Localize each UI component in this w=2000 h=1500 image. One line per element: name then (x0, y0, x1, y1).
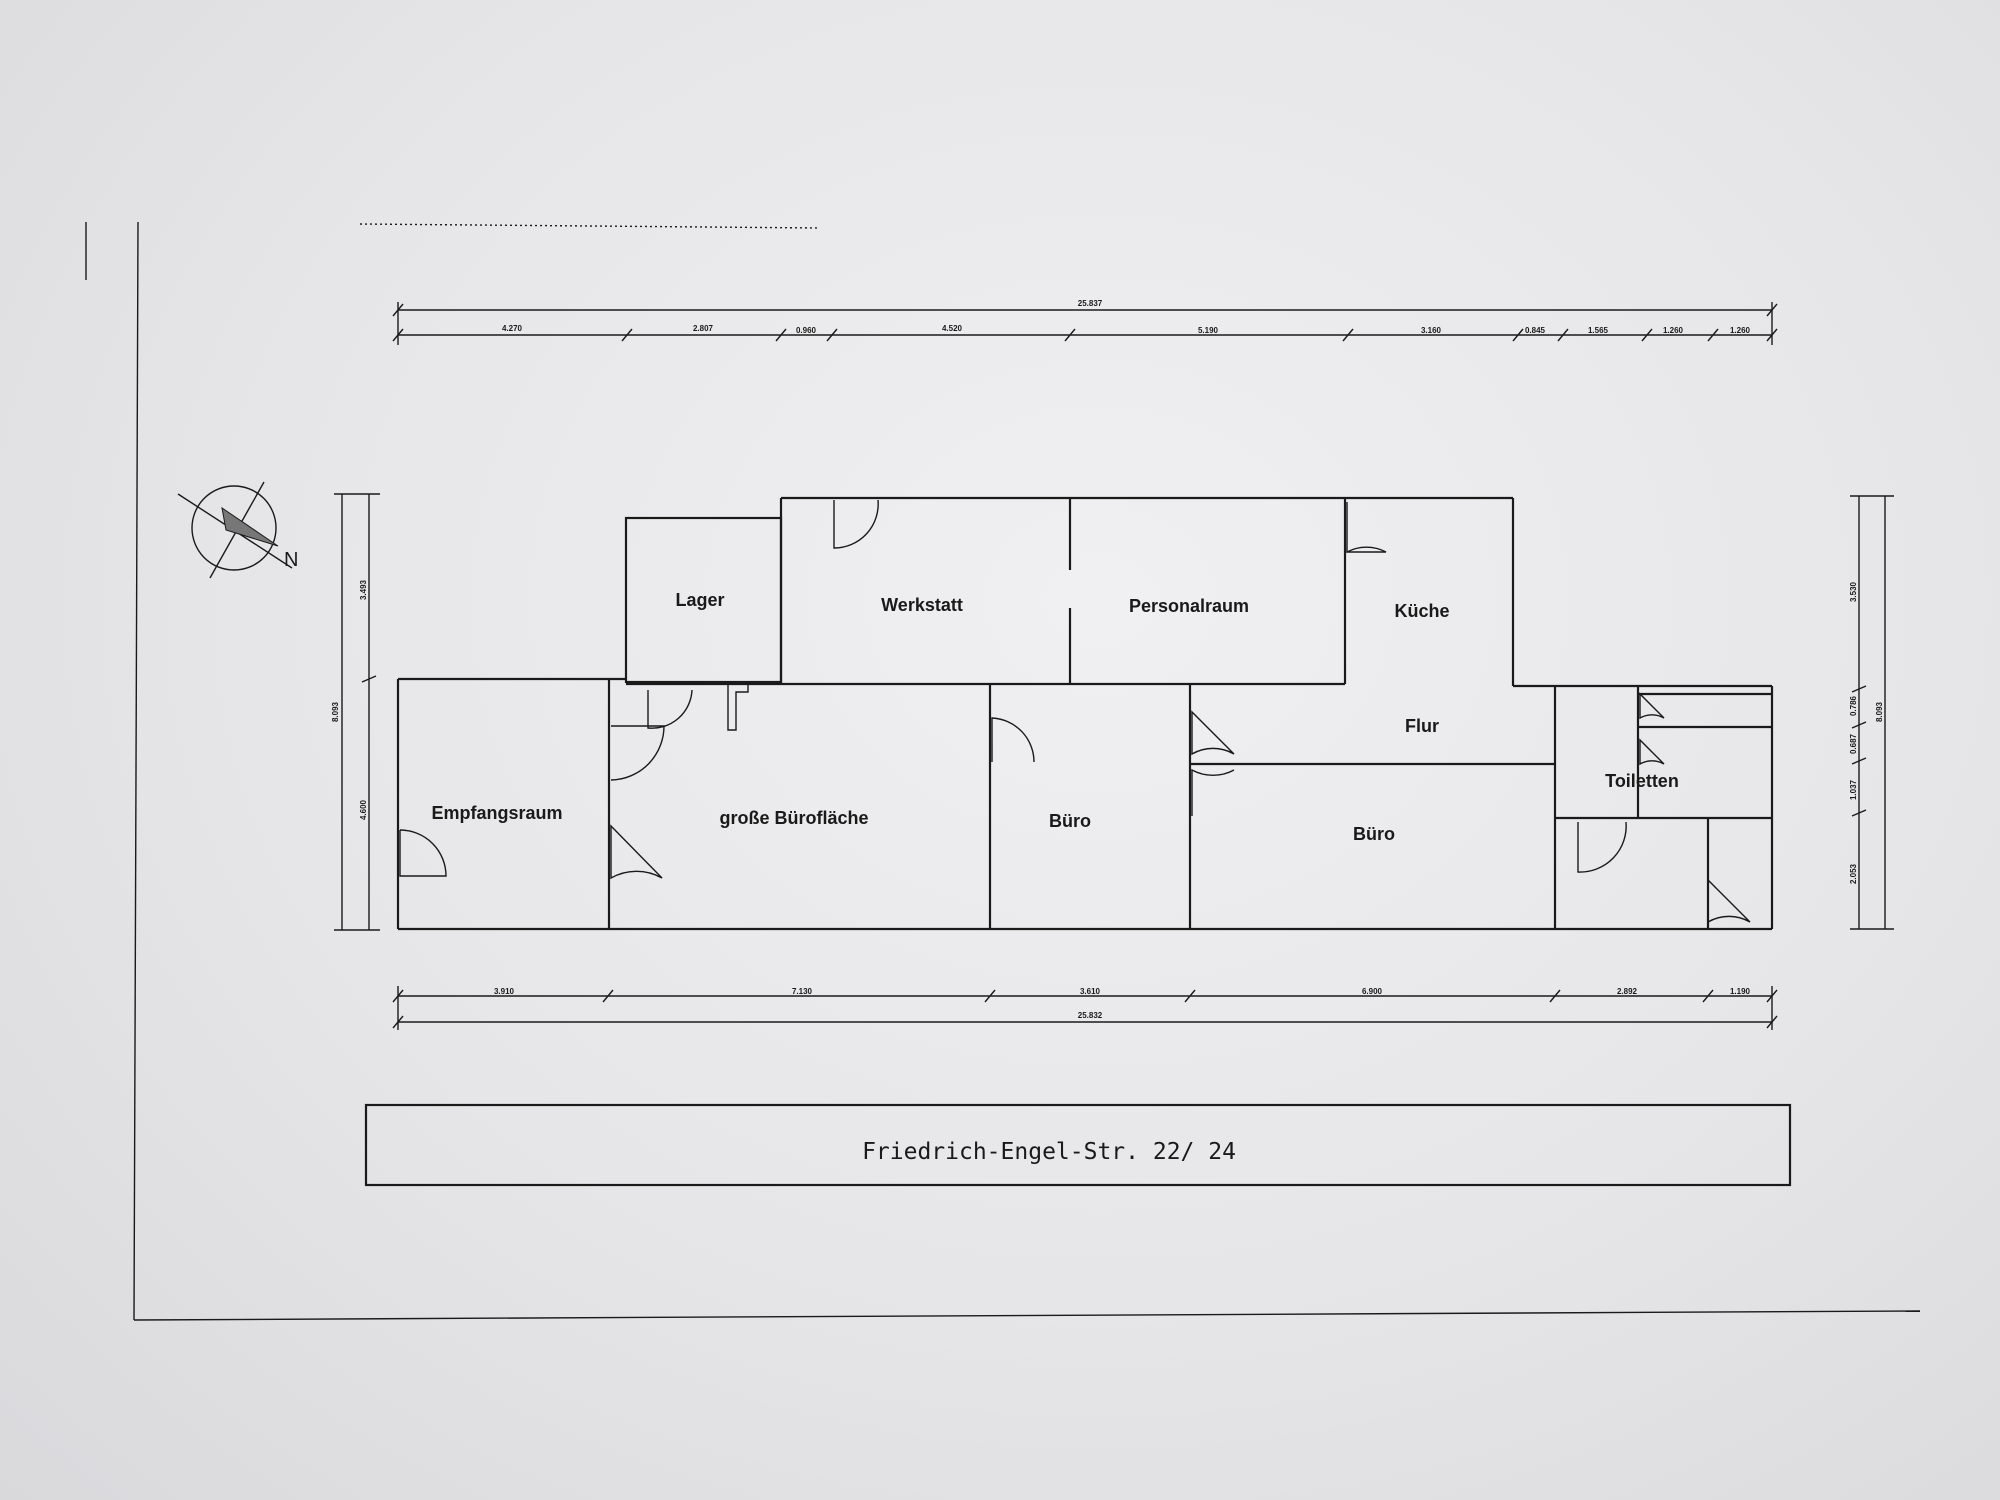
dim-top-seg-2: 0.960 (796, 326, 817, 335)
dim-top-seg-0: 4.270 (502, 324, 523, 333)
dim-top-seg-6: 0.845 (1525, 326, 1546, 335)
street-label: Friedrich-Engel-Str. 22/ 24 (862, 1139, 1236, 1165)
dimension-tick (1064, 328, 1076, 342)
dimension-tick (1766, 989, 1778, 1003)
dimension-tick (826, 328, 838, 342)
dim-right-seg-3: 1.037 (1849, 779, 1858, 800)
room-label-flur: Flur (1405, 716, 1439, 736)
room-label-werkstatt: Werkstatt (881, 595, 963, 615)
dim-top-seg-9: 1.260 (1730, 326, 1751, 335)
dimension-tick (1702, 989, 1714, 1003)
dimension-tick (1707, 328, 1719, 342)
dimension-tick (1766, 303, 1778, 317)
room-label-buero-2: Büro (1353, 824, 1395, 844)
dim-top-seg-5: 3.160 (1421, 326, 1442, 335)
dim-bottom-seg-4: 2.892 (1617, 987, 1638, 996)
compass-label: N (284, 549, 298, 571)
dim-bottom-seg-2: 3.610 (1080, 987, 1101, 996)
dim-top-seg-1: 2.807 (693, 324, 714, 333)
dimension-tick (1766, 1015, 1778, 1029)
door-swings (399, 499, 1751, 924)
dimension-tick (1549, 989, 1561, 1003)
dim-right-seg-1: 0.786 (1849, 695, 1858, 716)
dimension-top: 25.837 4.270 2.807 0.960 4.520 5.190 3.1… (392, 299, 1778, 345)
dimension-tick (1641, 328, 1653, 342)
dimension-tick (392, 1015, 404, 1029)
dimension-tick (392, 989, 404, 1003)
dim-right-seg-2: 0.687 (1849, 733, 1858, 754)
dim-left-seg-0: 3.493 (359, 579, 368, 600)
dimension-tick (775, 328, 787, 342)
dim-bottom-seg-3: 6.900 (1362, 987, 1383, 996)
room-label-lager: Lager (675, 590, 724, 610)
street-box: Friedrich-Engel-Str. 22/ 24 (364, 1103, 1792, 1187)
room-labels: Lager Werkstatt Personalraum Küche Flur … (431, 590, 1678, 844)
dimension-tick (602, 989, 614, 1003)
dimension-tick (1184, 989, 1196, 1003)
dimension-left: 8.093 3.493 4.600 (331, 493, 380, 931)
room-label-personalraum: Personalraum (1129, 596, 1249, 616)
dimension-bottom: 3.910 7.130 3.610 6.900 2.892 1.190 25.8… (392, 986, 1778, 1030)
dimension-tick (1512, 328, 1524, 342)
dim-bottom-seg-0: 3.910 (494, 987, 515, 996)
room-label-grosse-bueroflaeche: große Bürofläche (719, 808, 868, 828)
dimension-right: 3.530 0.786 0.687 1.037 2.053 8.093 (1849, 495, 1894, 930)
dimension-tick (1557, 328, 1569, 342)
building-outline (396, 496, 1774, 931)
dimension-tick (1766, 328, 1778, 342)
room-label-empfangsraum: Empfangsraum (431, 803, 562, 823)
dimension-tick (984, 989, 996, 1003)
north-arrow-icon: N (177, 481, 298, 579)
dimension-tick (1342, 328, 1354, 342)
dimension-tick (392, 303, 404, 317)
dim-top-seg-7: 1.565 (1588, 326, 1609, 335)
dim-top-seg-4: 5.190 (1198, 326, 1219, 335)
dimension-tick (621, 328, 633, 342)
dim-bottom-total: 25.832 (1078, 1011, 1103, 1020)
dim-bottom-seg-1: 7.130 (792, 987, 813, 996)
dim-top-seg-3: 4.520 (942, 324, 963, 333)
dim-right-seg-0: 3.530 (1849, 581, 1858, 602)
dim-left-seg-1: 4.600 (359, 799, 368, 820)
dim-top-total: 25.837 (1078, 299, 1103, 308)
dim-right-seg-4: 2.053 (1849, 863, 1858, 884)
room-label-kueche: Küche (1394, 601, 1449, 621)
dimension-tick (392, 328, 404, 342)
dim-top-seg-8: 1.260 (1663, 326, 1684, 335)
room-label-buero-1: Büro (1049, 811, 1091, 831)
room-label-toiletten: Toiletten (1605, 771, 1679, 791)
dim-right-total: 8.093 (1875, 701, 1884, 722)
dim-left-total: 8.093 (331, 701, 340, 722)
dim-bottom-seg-5: 1.190 (1730, 987, 1751, 996)
sheet-frame (85, 221, 1921, 1321)
